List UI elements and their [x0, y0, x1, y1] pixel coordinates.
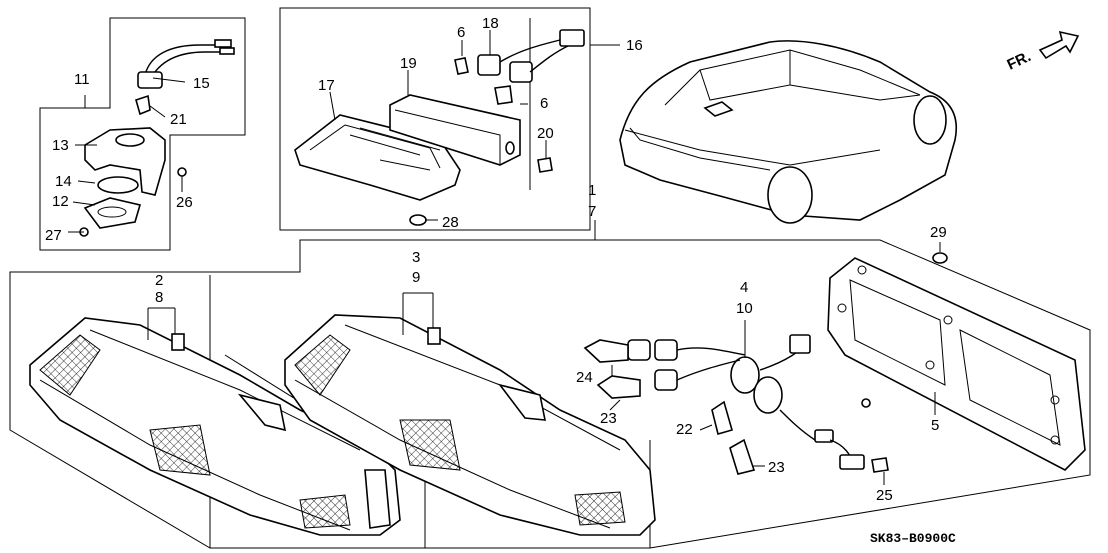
group-outline-high-mount — [279, 7, 591, 231]
callout-17: 17 — [318, 77, 335, 94]
callout-21: 21 — [170, 111, 187, 128]
left-taillight — [29, 317, 401, 536]
bulb-23-lower — [729, 438, 756, 475]
callout-24: 24 — [576, 369, 593, 386]
front-direction-arrow — [1038, 30, 1080, 60]
callout-6-upper: 6 — [457, 24, 465, 41]
callout-1: 1 — [588, 182, 596, 199]
callout-9: 9 — [412, 269, 420, 286]
callout-19: 19 — [400, 55, 417, 72]
clip-9 — [427, 327, 441, 345]
license-light-wire — [137, 39, 235, 89]
bulb-25 — [871, 457, 889, 473]
callout-27: 27 — [45, 227, 62, 244]
callout-3: 3 — [412, 249, 420, 266]
callout-4: 4 — [740, 279, 748, 296]
callout-7: 7 — [588, 203, 596, 220]
callout-2: 2 — [155, 272, 163, 289]
callout-6-lower: 6 — [540, 95, 548, 112]
callout-12: 12 — [52, 193, 69, 210]
license-bulb — [135, 94, 151, 116]
clip-8 — [171, 333, 185, 351]
bulb-23-upper — [596, 375, 641, 399]
license-gasket — [97, 176, 139, 194]
bulb-6-lower — [494, 85, 513, 105]
license-light-housing — [84, 127, 166, 196]
callout-5: 5 — [931, 417, 939, 434]
callout-11: 11 — [74, 71, 90, 88]
callout-22: 22 — [676, 421, 693, 438]
callout-18: 18 — [482, 15, 499, 32]
screw-20 — [537, 157, 553, 173]
diagram-code: SK83–B0900C — [870, 531, 956, 546]
bulb-22 — [711, 400, 733, 435]
callout-26: 26 — [176, 194, 193, 211]
license-lens — [83, 197, 142, 229]
direction-label: FR. — [1005, 48, 1034, 74]
callout-23-lower: 23 — [768, 459, 785, 476]
callout-8: 8 — [155, 289, 163, 306]
high-mount-housing — [389, 94, 521, 166]
nut-29 — [932, 252, 948, 264]
bulb-24 — [583, 339, 629, 363]
leader-lines — [68, 30, 941, 485]
callout-10: 10 — [736, 300, 753, 317]
callout-13: 13 — [52, 137, 69, 154]
callout-16: 16 — [626, 37, 643, 54]
screw-harness — [861, 398, 871, 408]
callout-23-upper: 23 — [600, 410, 617, 427]
car-silhouette — [619, 40, 957, 224]
callout-29: 29 — [930, 224, 947, 241]
callout-15: 15 — [193, 75, 210, 92]
callout-25: 25 — [876, 487, 893, 504]
callout-14: 14 — [55, 173, 72, 190]
group-outline-license-light — [39, 17, 246, 251]
callout-labels: 1 7 2 8 3 9 4 10 5 6 6 11 12 13 14 15 16… — [45, 15, 947, 504]
screw-26 — [177, 167, 187, 177]
nut-28 — [409, 214, 427, 226]
high-mount-location-marker — [703, 101, 734, 117]
callout-20: 20 — [537, 125, 554, 142]
bulb-6-upper — [454, 57, 469, 75]
rear-garnish-panel — [827, 257, 1086, 471]
high-mount-harness — [477, 29, 585, 83]
callout-28: 28 — [442, 214, 459, 231]
